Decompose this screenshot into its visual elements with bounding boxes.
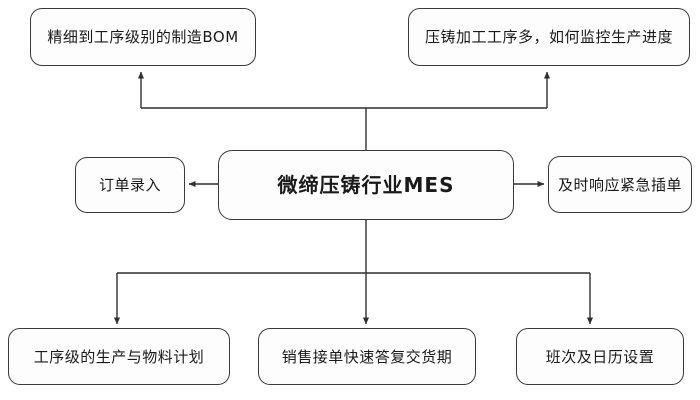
- node-production-progress[interactable]: 压铸加工工序多，如何监控生产进度: [408, 8, 690, 66]
- node-sales-delivery-reply[interactable]: 销售接单快速答复交货期: [258, 328, 476, 385]
- node-shift-calendar-settings[interactable]: 班次及日历设置: [516, 328, 684, 385]
- node-label: 及时响应紧急插单: [557, 175, 682, 194]
- node-label: 订单录入: [98, 176, 161, 194]
- node-label: 微缔压铸行业MES: [277, 173, 455, 197]
- node-label: 压铸加工工序多，如何监控生产进度: [424, 28, 673, 46]
- node-label: 销售接单快速答复交货期: [281, 347, 453, 366]
- node-label: 精细到工序级别的制造BOM: [47, 28, 239, 46]
- node-label: 班次及日历设置: [545, 347, 655, 366]
- node-process-production-material-plan[interactable]: 工序级的生产与物料计划: [8, 328, 230, 385]
- node-urgent-order-response[interactable]: 及时响应紧急插单: [548, 156, 692, 213]
- node-label: 工序级的生产与物料计划: [33, 347, 205, 366]
- node-center-mes[interactable]: 微缔压铸行业MES: [218, 150, 514, 220]
- node-manufacturing-bom[interactable]: 精细到工序级别的制造BOM: [30, 8, 256, 66]
- node-order-entry[interactable]: 订单录入: [75, 157, 185, 213]
